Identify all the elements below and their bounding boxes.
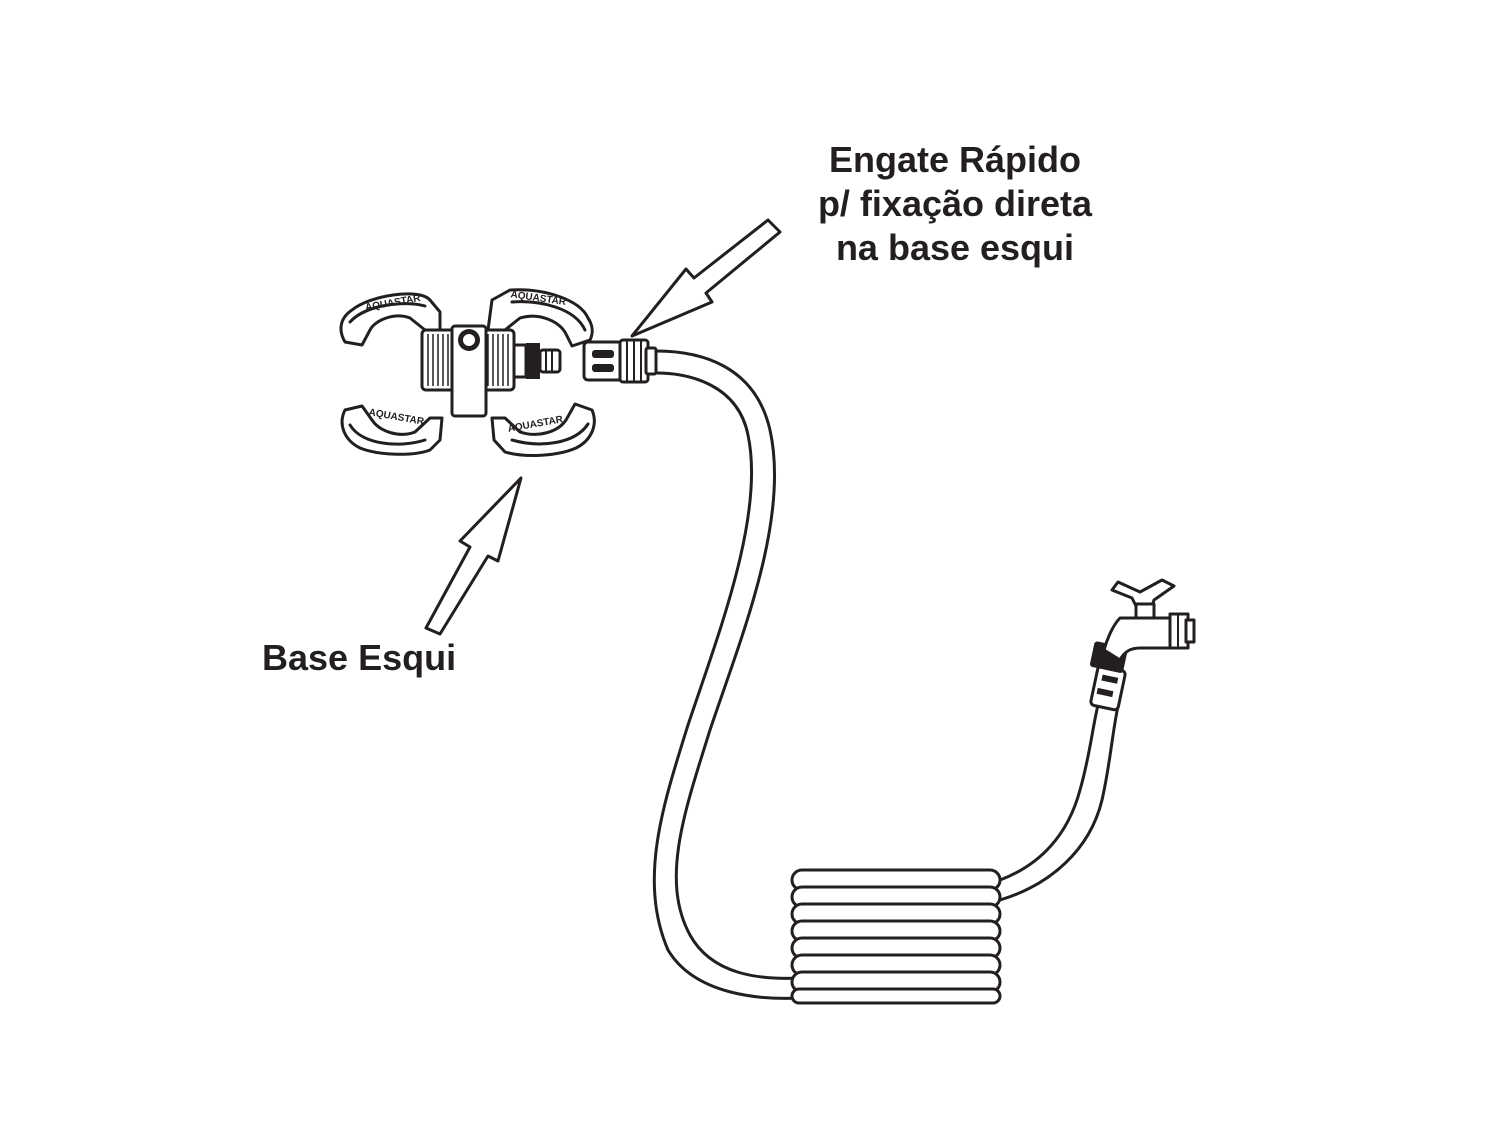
arm-rim-top-left bbox=[348, 302, 427, 324]
ski-base-arrow bbox=[424, 476, 523, 636]
quick-coupler-arrow bbox=[630, 218, 782, 338]
ski-base-arm-top-left bbox=[339, 292, 442, 347]
faucet-handle bbox=[1110, 578, 1176, 608]
quick-coupler-label-line-1: Engate Rápido bbox=[828, 139, 1082, 180]
faucet-body bbox=[1102, 616, 1172, 662]
quick-coupler bbox=[582, 338, 658, 384]
hose-outer-bottom bbox=[652, 371, 802, 1000]
arm-rim-bottom-right bbox=[510, 422, 590, 446]
quick-coupler-label-line-3: na base esqui bbox=[835, 227, 1075, 268]
quick-coupler-label-line-2: p/ fixação direta bbox=[817, 183, 1093, 224]
faucet bbox=[1102, 578, 1196, 662]
hose-outer-top bbox=[654, 349, 802, 980]
arm-rim-bottom-left bbox=[348, 423, 427, 446]
hose-to-faucet-outer bbox=[998, 703, 1100, 882]
ski-base-center-channel bbox=[450, 324, 488, 418]
ski-base-label: Base Esqui bbox=[262, 637, 457, 678]
ski-base-socket-hole bbox=[463, 334, 475, 346]
quick-coupler-label: Engate Rápido p/ fixação direta na base … bbox=[790, 138, 1120, 270]
ski-base-nipple-connector bbox=[512, 343, 562, 379]
ski-base-sprinkler: AQUASTAR AQUASTAR AQUASTAR AQUASTAR bbox=[339, 288, 596, 457]
hose-coil bbox=[790, 868, 1002, 1005]
ski-base-ribs bbox=[427, 334, 509, 386]
faucet-stem bbox=[1134, 602, 1156, 620]
ski-base-arm-top-right bbox=[486, 288, 594, 348]
hose-to-faucet-inner bbox=[998, 704, 1120, 902]
arm-rim-top-right bbox=[510, 300, 587, 332]
